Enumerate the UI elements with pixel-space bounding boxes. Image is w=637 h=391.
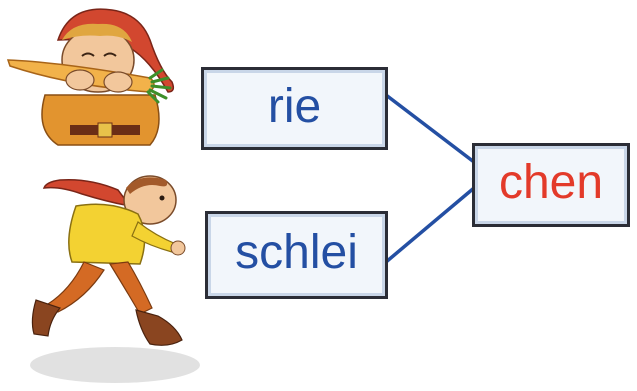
- dwarf-illustrations: [6, 8, 200, 383]
- connector-line-schlei: [384, 186, 476, 264]
- syllable-box-rie[interactable]: rie: [201, 67, 388, 150]
- syllable-box-schlei[interactable]: schlei: [205, 211, 388, 299]
- ending-label-chen: chen: [498, 156, 604, 209]
- connector-line-rie: [384, 93, 476, 164]
- syllable-label-rie: rie: [267, 79, 322, 133]
- ending-box-chen[interactable]: chen: [472, 143, 630, 227]
- dwarf-carrot-image: [6, 8, 175, 146]
- dwarf-sneaking-image: [30, 175, 200, 383]
- syllable-label-schlei: schlei: [235, 226, 358, 279]
